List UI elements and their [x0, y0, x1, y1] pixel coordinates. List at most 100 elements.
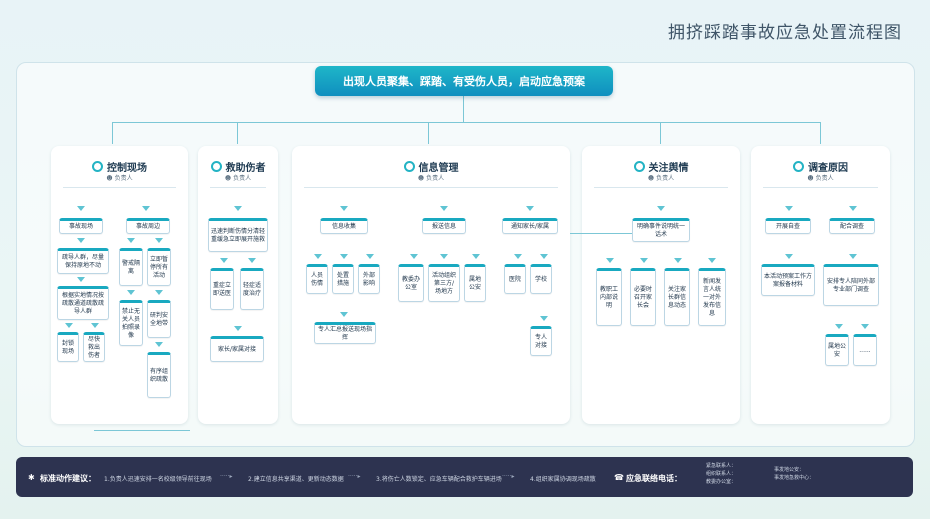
arrow-down-icon [514, 254, 522, 259]
column-title: 调查原因 [751, 159, 890, 174]
node-self-check: 开展自查 [765, 218, 811, 234]
arrow-down-icon [155, 290, 163, 295]
arrow-down-icon [127, 238, 135, 243]
arrow-down-icon [77, 277, 85, 282]
arrow-down-icon [234, 206, 242, 211]
column-owner: ☻ 负责人 [807, 175, 834, 182]
arrow-down-icon [248, 258, 256, 263]
arrow-down-icon [472, 254, 480, 259]
contact-line: 事发地急救中心： [774, 475, 815, 481]
arrow-down-icon [657, 206, 665, 211]
arrow-down-icon [77, 238, 85, 243]
connector [463, 96, 464, 122]
owner-label: 负责人 [426, 175, 445, 182]
arrow-down-icon [340, 254, 348, 259]
footer-label-actions: 标准动作建议： [40, 474, 96, 483]
arrow-down-icon [142, 206, 150, 211]
connector [570, 233, 632, 234]
column-info: 信息管理 ☻ 负责人 信息收集 报送信息 通知家长/家属 人员伤情 处置措施 外… [292, 146, 570, 424]
divider [304, 187, 558, 188]
node-edu-office: 教委办公室 [398, 264, 424, 302]
node-local-police: 属地公安 [825, 334, 849, 366]
divider [210, 187, 266, 188]
start-banner: 出现人员聚集、踩踏、有受伤人员，启动应急预案 [315, 66, 613, 96]
contact-line: 事发地公安： [774, 467, 805, 473]
arrow-down-icon [410, 254, 418, 259]
node-school: 学校 [530, 264, 552, 294]
arrow-right-icon: ·····▸ [348, 473, 361, 480]
arrow-down-icon [220, 258, 228, 263]
node-notify-family: 通知家长/家属 [502, 218, 558, 234]
footer-label-contacts: 应急联络电话： [626, 474, 682, 483]
node-hospital: 医院 [504, 264, 526, 294]
node-plan-materials: 本活动预案工作方案报备材料 [761, 264, 815, 296]
connector [237, 122, 238, 144]
node-safe-zone: 研判安全地带 [147, 300, 171, 338]
node-triage: 迅速判断伤情分清轻重缓急立即展开施救 [208, 218, 268, 252]
column-opinion: 关注舆情 ☻ 负责人 明确事件说明统一话术 教职工内部说明 必要时召开家长会 关… [582, 146, 740, 424]
arrow-down-icon [155, 342, 163, 347]
connector [112, 122, 113, 144]
node-family-contact: 家长/家属对接 [210, 336, 264, 362]
column-rescue: 救助伤者 ☻ 负责人 迅速判断伤情分清轻重缓急立即展开施救 重症立即送医 轻症适… [198, 146, 278, 424]
node-escort: 安排专人陪同外部专业部门调查 [823, 264, 879, 306]
divider [594, 187, 728, 188]
arrow-down-icon [340, 312, 348, 317]
connector [428, 122, 429, 144]
arrow-down-icon [340, 206, 348, 211]
arrow-down-icon [155, 238, 163, 243]
node-organizer: 活动组织第三方/场地方 [428, 264, 460, 302]
node-guide-crowd: 疏导人群，尽量保持原地不动 [57, 248, 109, 274]
phone-icon: ☎ [614, 473, 624, 482]
column-title-text: 救助伤者 [225, 163, 266, 174]
arrow-down-icon [708, 258, 716, 263]
node-parent-groups: 关注家长群信息动态 [664, 268, 690, 326]
node-spokesperson: 新闻发言人统一对外发布信息 [698, 268, 726, 326]
target-icon [403, 161, 415, 172]
node-orderly: 有序组织疏散 [147, 352, 171, 398]
lightning-icon: ✱ [28, 473, 35, 482]
connector [112, 122, 820, 123]
arrow-down-icon [440, 206, 448, 211]
node-suspend: 立即暂停所有活动 [147, 248, 171, 286]
arrow-down-icon [540, 254, 548, 259]
footer-bar: ✱ 标准动作建议： 1.负责人迅速安排一名校级领导前往现场 ·····▸ 2.建… [16, 457, 913, 497]
node-scene: 事故现场 [59, 218, 103, 234]
arrow-down-icon [65, 323, 73, 328]
node-surroundings: 事故周边 [126, 218, 170, 234]
arrow-down-icon [77, 206, 85, 211]
node-injury: 人员伤情 [306, 264, 328, 294]
connector [660, 122, 661, 144]
column-owner: ☻ 负责人 [106, 175, 133, 182]
node-cordon: 警戒隔离 [119, 248, 143, 286]
connector [820, 122, 821, 144]
node-cooperate: 配合调查 [829, 218, 875, 234]
node-evacuate: 根据实地情况按疏散通道疏散疏导人群 [57, 286, 109, 320]
footer-step: 4.组织家属协调现场疏散 [530, 476, 596, 483]
page-title: 拥挤踩踏事故应急处置流程图 [668, 23, 902, 43]
owner-label: 负责人 [815, 175, 834, 182]
column-title-text: 控制现场 [107, 163, 147, 174]
arrow-down-icon [849, 254, 857, 259]
divider [763, 187, 878, 188]
node-police: 属地公安 [464, 264, 486, 302]
contact-line: 紧急联系人： [706, 463, 737, 469]
column-title: 救助伤者 [198, 159, 278, 174]
footer-step: 3.将伤亡人数锁定、应急车辆配合救护车辆进场 [376, 476, 502, 483]
column-owner: ☻ 负责人 [417, 175, 445, 182]
owner-label: 负责人 [233, 175, 252, 182]
arrow-down-icon [785, 206, 793, 211]
arrow-right-icon: ·····▸ [502, 473, 515, 480]
target-icon [793, 161, 804, 172]
target-icon [92, 161, 103, 172]
arrow-down-icon [835, 324, 843, 329]
arrow-down-icon [526, 206, 534, 211]
arrow-down-icon [861, 324, 869, 329]
node-summary: 专人汇总报送现场指挥 [314, 322, 376, 344]
column-title-text: 关注舆情 [648, 163, 689, 174]
arrow-down-icon [91, 323, 99, 328]
node-severe: 重症立即送医 [210, 268, 234, 310]
arrow-down-icon [440, 254, 448, 259]
node-rescue: 尽快救出伤者 [83, 332, 105, 362]
column-title: 关注舆情 [582, 159, 740, 174]
